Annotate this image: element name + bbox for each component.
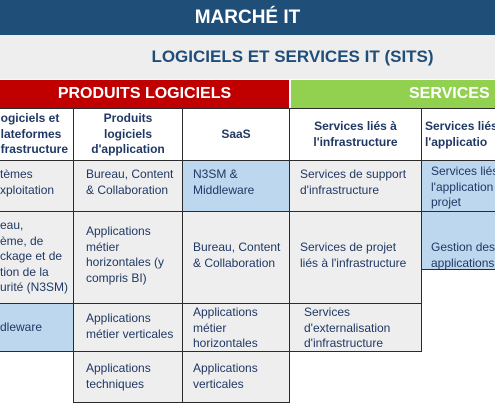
saas-cell-horizontal-apps: Applications métier horizontales — [182, 303, 290, 352]
infra-cell-network-storage-security: eau, ème, de ckage et de tion de la urit… — [0, 211, 74, 304]
page-title: MARCHÉ IT — [0, 0, 495, 35]
apps-cell-technical-apps: Applications techniques — [73, 351, 183, 403]
apps-cell-office-content-collaboration: Bureau, Content & Collaboration — [73, 160, 183, 212]
infra-cell-middleware: dleware — [0, 303, 74, 352]
apps-cell-horizontal-business-apps: Applications métier horizontales (y comp… — [73, 211, 183, 304]
column-header-saas: SaaS — [182, 108, 290, 161]
column-header-infrastructure-platforms: ogiciels et lateformes frastructure — [0, 108, 74, 161]
services-section-header: SERVICES — [290, 80, 495, 108]
column-header-application-services: Services liés l'applicatio — [421, 108, 495, 161]
column-header-application-products: Produits logiciels d'application — [73, 108, 183, 161]
saas-cell-office-content-collaboration: Bureau, Content & Collaboration — [182, 211, 290, 304]
apps-cell-vertical-business-apps: Applications métier verticales — [73, 303, 183, 352]
sits-subtitle: LOGICIELS ET SERVICES IT (SITS) — [0, 35, 495, 80]
products-section-header: PRODUITS LOGICIELS — [0, 80, 290, 108]
svc-apps-cell-project: Services liés l'application projet — [421, 160, 495, 212]
svc-infra-cell-outsourcing: Services d'externalisation d'infrastruct… — [289, 303, 422, 352]
svc-infra-cell-support: Services de support d'infrastructure — [289, 160, 422, 212]
infra-cell-operating-systems: tèmes xploitation — [0, 160, 74, 212]
svc-infra-cell-project: Services de projet liés à l'infrastructu… — [289, 211, 422, 304]
svc-apps-cell-application-management: Gestion des applications — [421, 211, 495, 270]
saas-cell-n3sm-middleware: N3SM & Middleware — [182, 160, 290, 212]
column-header-infrastructure-services: Services liés à l'infrastructure — [289, 108, 422, 161]
saas-cell-vertical-apps: Applications verticales — [182, 351, 290, 403]
